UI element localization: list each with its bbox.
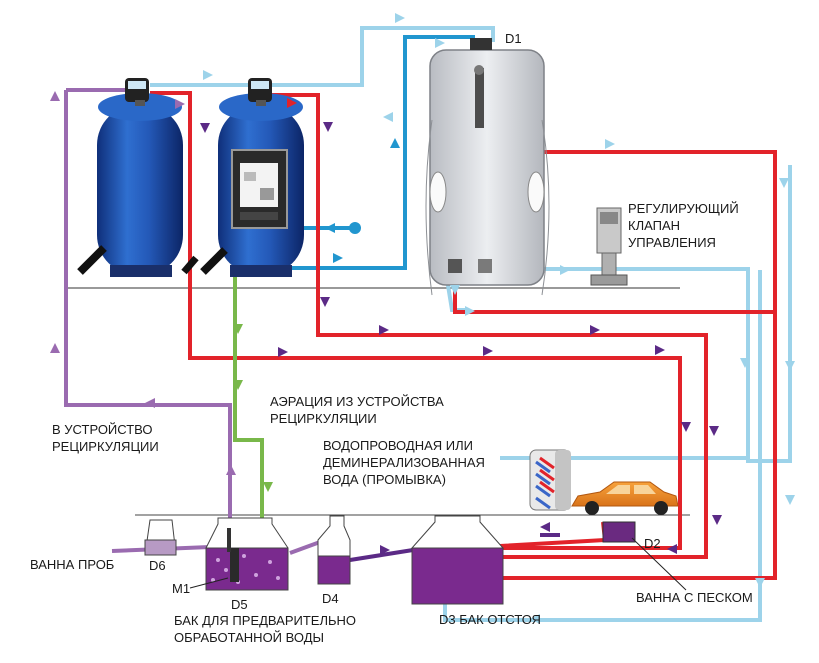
flow-arrow-icon — [379, 325, 389, 335]
label-m1: M1 — [172, 581, 191, 596]
flow-arrow-icon — [785, 495, 795, 505]
flow-arrow-icon — [395, 13, 405, 23]
flow-arrow-icon — [145, 398, 155, 408]
flow-arrow-icon — [779, 178, 789, 188]
flow-arrow-icon — [320, 297, 330, 307]
flow-arrow-icon — [200, 123, 210, 133]
label-recirculation: В УСТРОЙСТВО РЕЦИРКУЛЯЦИИ — [52, 421, 159, 455]
flow-arrow-icon — [709, 426, 719, 436]
flow-arrow-icon — [325, 223, 335, 233]
flow-arrow-icon — [383, 112, 393, 122]
m1-leader — [189, 577, 229, 589]
label-d5: D5 — [231, 597, 248, 612]
label-sand-bath: ВАННА С ПЕСКОМ — [636, 590, 753, 605]
label-aeration-line2: РЕЦИРКУЛЯЦИИ — [270, 411, 377, 426]
flow-arrow-icon — [755, 578, 765, 588]
label-recirculation-line2: РЕЦИРКУЛЯЦИИ — [52, 439, 159, 454]
label-d2: D2 — [644, 536, 661, 551]
label-water-line1: ВОДОПРОВОДНАЯ ИЛИ — [323, 438, 473, 453]
label-d1: D1 — [505, 31, 522, 46]
flow-arrow-icon — [50, 91, 60, 101]
control-valve-pump — [590, 207, 628, 286]
flow-arrow-icon — [50, 343, 60, 353]
flow-arrow-icon — [233, 324, 243, 334]
flow-arrow-icon — [712, 515, 722, 525]
flow-arrow-icon — [203, 70, 213, 80]
label-aeration: АЭРАЦИЯ ИЗ УСТРОЙСТВА РЕЦИРКУЛЯЦИИ — [270, 393, 444, 427]
sand-bath-leader — [631, 537, 687, 591]
label-sample-bath: ВАННА ПРОБ — [30, 557, 115, 572]
flow-arrow-icon — [390, 138, 400, 148]
flow-arrow-icon — [590, 325, 600, 335]
label-d6: D6 — [149, 558, 166, 573]
d2-sand-bath — [602, 521, 636, 543]
label-d3: D3 БАК ОТСТОЯ — [439, 612, 541, 627]
flow-arrow-icon — [323, 122, 333, 132]
flow-arrow-icon — [233, 380, 243, 390]
flow-arrows — [50, 13, 795, 624]
flow-arrow-icon — [560, 265, 570, 275]
label-control-valve-line1: РЕГУЛИРУЮЩИЙ — [628, 201, 739, 216]
flow-arrow-icon — [435, 38, 445, 48]
washing-station — [529, 449, 571, 511]
label-water-supply: ВОДОПРОВОДНАЯ ИЛИ ДЕМИНЕРАЛИЗОВАННАЯ ВОД… — [323, 437, 485, 488]
flow-arrow-icon — [465, 306, 475, 316]
label-recirculation-line1: В УСТРОЙСТВО — [52, 422, 153, 437]
flow-arrow-icon — [278, 347, 288, 357]
flow-arrow-icon — [605, 139, 615, 149]
label-control-valve-line3: УПРАВЛЕНИЯ — [628, 235, 716, 250]
flow-arrow-icon — [450, 285, 460, 295]
pressure-tank-right — [200, 78, 304, 277]
label-d4: D4 — [322, 591, 339, 606]
label-water-line2: ДЕМИНЕРАЛИЗОВАННАЯ — [323, 455, 485, 470]
flow-arrow-icon — [263, 482, 273, 492]
label-aeration-line1: АЭРАЦИЯ ИЗ УСТРОЙСТВА — [270, 394, 444, 409]
flow-arrow-icon — [287, 98, 297, 108]
d3-settling-tank — [410, 515, 505, 605]
d4-tank — [317, 515, 351, 585]
flow-arrow-icon — [483, 346, 493, 356]
flow-arrow-icon — [667, 544, 677, 554]
d5-pretreated-tank — [205, 517, 289, 591]
car — [571, 481, 679, 515]
label-pretreated-tank: БАК ДЛЯ ПРЕДВАРИТЕЛЬНО ОБРАБОТАННОЙ ВОДЫ — [174, 612, 356, 646]
flow-arrow-icon — [785, 361, 795, 371]
flow-arrow-icon — [380, 545, 390, 555]
pressure-tank-left — [77, 78, 199, 277]
blue-inlet-dot — [349, 222, 361, 234]
label-control-valve: РЕГУЛИРУЮЩИЙ КЛАПАН УПРАВЛЕНИЯ — [628, 200, 739, 251]
label-pretreated-line2: ОБРАБОТАННОЙ ВОДЫ — [174, 630, 325, 645]
flow-arrow-icon — [333, 253, 343, 263]
label-water-line3: ВОДА (ПРОМЫВКА) — [323, 472, 446, 487]
label-pretreated-line1: БАК ДЛЯ ПРЕДВАРИТЕЛЬНО — [174, 613, 357, 628]
flow-arrow-icon — [530, 614, 540, 624]
flow-arrow-icon — [740, 358, 750, 368]
green-aeration-pipe — [233, 165, 264, 578]
flow-arrow-icon — [655, 345, 665, 355]
label-control-valve-line2: КЛАПАН — [628, 218, 681, 233]
d1-tank — [425, 38, 550, 296]
dark-purple-pipes — [349, 533, 560, 562]
flow-arrow-icon — [681, 422, 691, 432]
flow-arrow-icon — [175, 99, 185, 109]
flow-arrow-icon — [540, 522, 550, 532]
d6-sample-bath — [144, 519, 177, 556]
flow-arrow-icon — [226, 465, 236, 475]
